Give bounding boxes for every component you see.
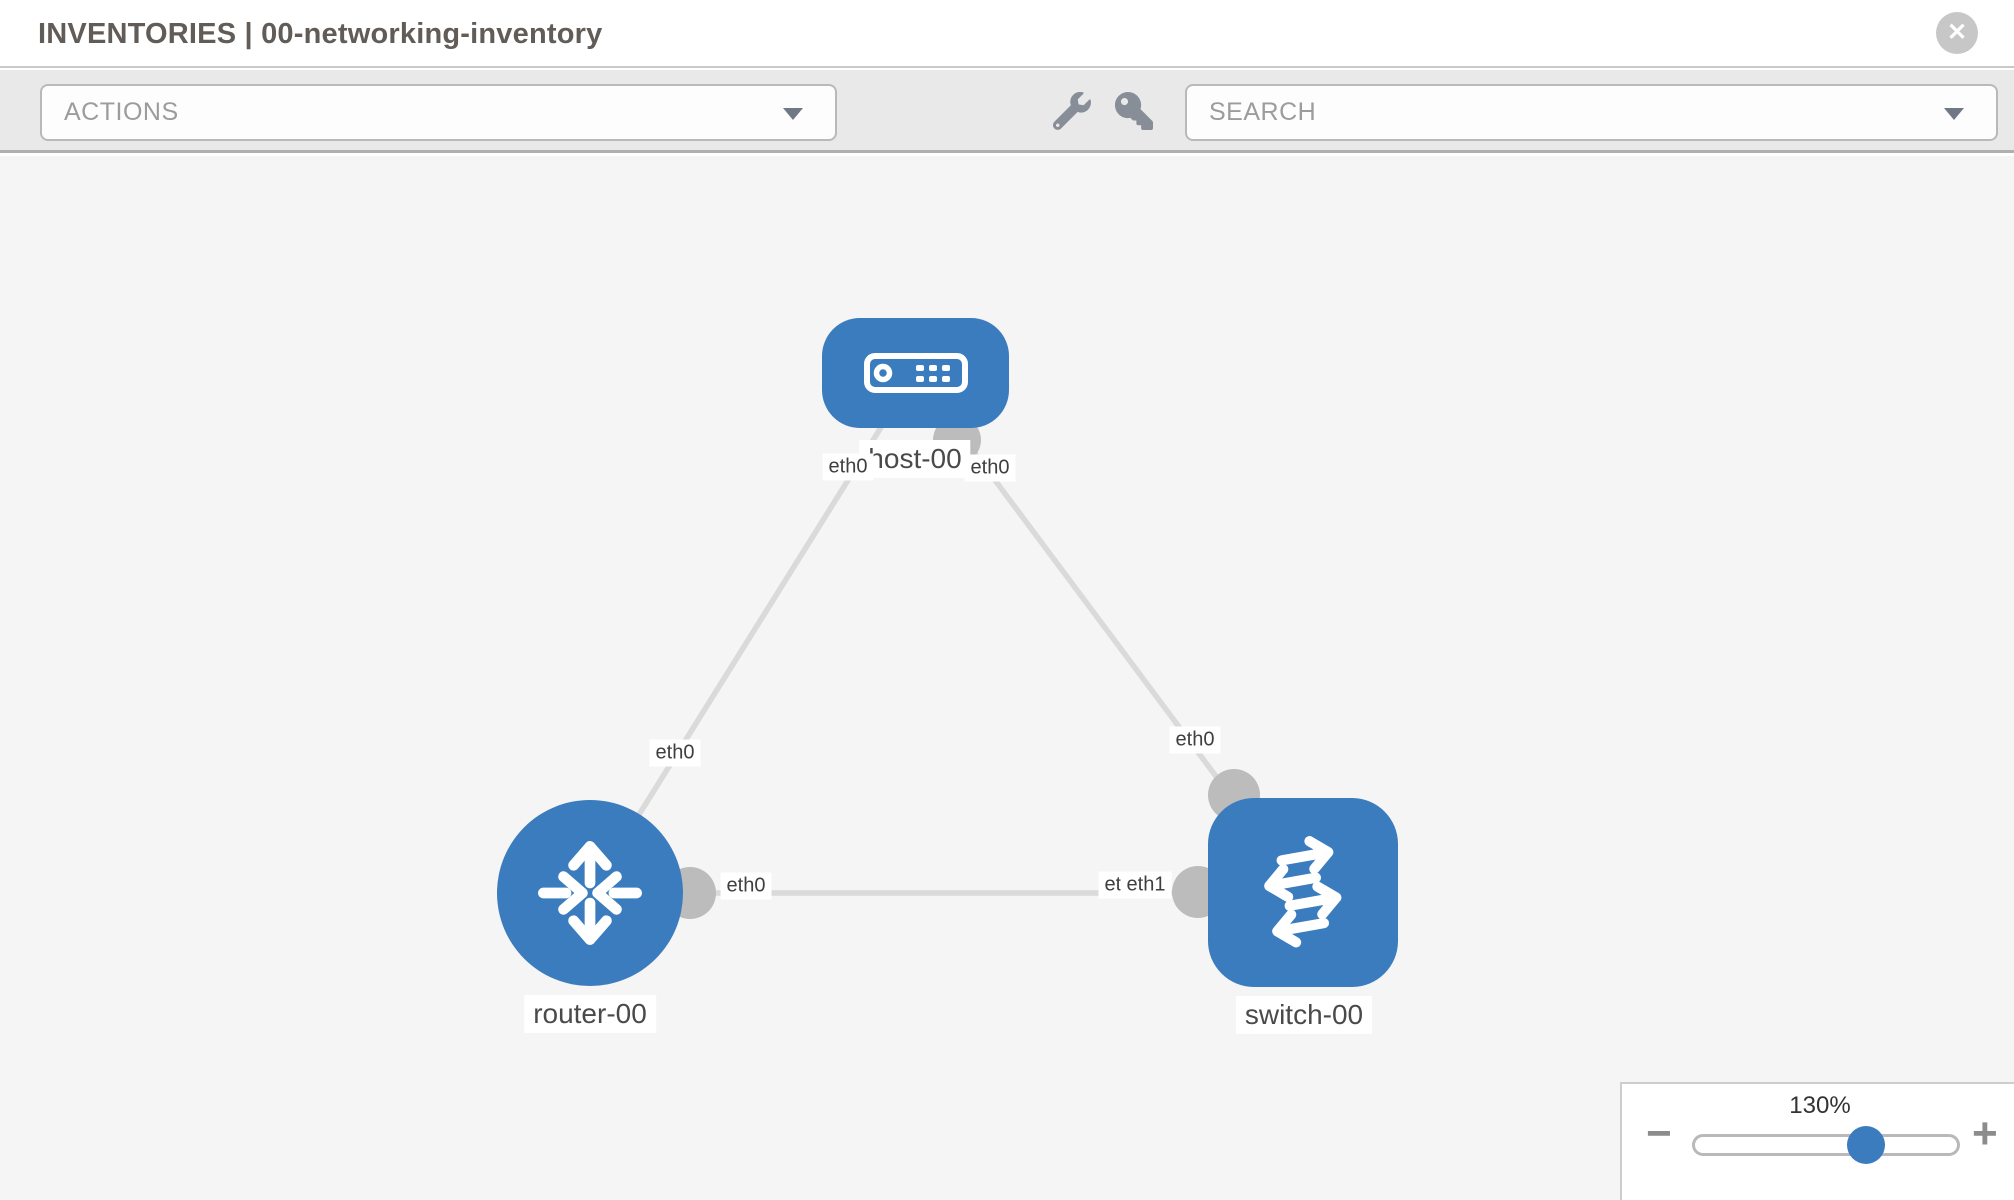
node-label-router: router-00 [524, 995, 656, 1033]
actions-dropdown-label: ACTIONS [64, 98, 179, 126]
page-title: INVENTORIES | 00-networking-inventory [38, 18, 603, 50]
node-label-switch: switch-00 [1235, 996, 1373, 1034]
node-router-00[interactable] [497, 800, 683, 986]
interface-label: eth0 [649, 739, 701, 767]
interface-label: eth1 [1120, 871, 1172, 899]
chevron-down-icon [1944, 107, 1964, 120]
interface-label: eth0 [1169, 726, 1221, 754]
close-button[interactable]: ✕ [1936, 12, 1978, 54]
zoom-in-button[interactable]: + [1972, 1109, 1998, 1158]
topology-canvas[interactable]: host-00 router-00 switch-00 eth0 eth0 et… [0, 156, 2014, 1200]
actions-dropdown[interactable]: ACTIONS [40, 84, 837, 141]
links-layer [587, 371, 1306, 919]
key-icon [1115, 92, 1153, 130]
search-dropdown-label: SEARCH [1209, 98, 1317, 126]
interface-label: eth0 [822, 453, 874, 481]
close-icon: ✕ [1946, 19, 1968, 46]
switch-icon [1264, 835, 1342, 947]
wrench-button[interactable] [1052, 91, 1092, 132]
node-label-host: host-00 [859, 440, 971, 478]
router-icon [538, 841, 642, 945]
zoom-panel: 130% − + [1620, 1082, 2014, 1200]
interface-label: eth0 [964, 454, 1016, 482]
wrench-icon [1052, 91, 1091, 130]
key-button[interactable] [1114, 92, 1154, 132]
zoom-slider[interactable] [1692, 1126, 1960, 1164]
node-host-00[interactable] [822, 318, 1009, 428]
page-header: INVENTORIES | 00-networking-inventory ✕ [0, 0, 2014, 68]
zoom-level: 130% [1789, 1092, 1851, 1119]
interface-label: eth0 [720, 872, 772, 900]
node-switch-00[interactable] [1208, 798, 1398, 987]
host-icon [863, 353, 968, 393]
zoom-out-button[interactable]: − [1646, 1109, 1672, 1158]
search-dropdown[interactable]: SEARCH [1185, 84, 1998, 141]
zoom-slider-handle[interactable] [1847, 1126, 1885, 1164]
chevron-down-icon [783, 107, 803, 120]
toolbar: ACTIONS SEARCH [0, 70, 2014, 153]
